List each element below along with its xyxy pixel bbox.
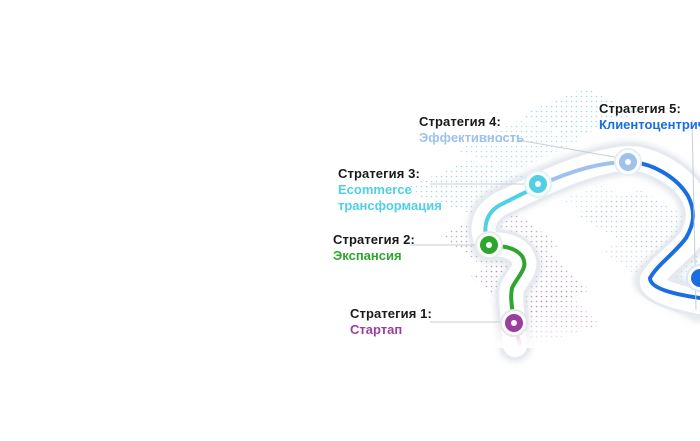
stage-3-subtitle-line1: Ecommerce xyxy=(338,182,412,197)
stage-label-4: Стратегия 4: Эффективность xyxy=(419,114,524,146)
floor-tile-teal-2 xyxy=(455,120,580,172)
stage-5-subtitle: Клиентоцентрич xyxy=(599,117,700,132)
milestone-2 xyxy=(475,231,503,259)
stage-label-1: Стратегия 1: Стартап xyxy=(350,306,432,338)
milestone-1-center xyxy=(511,320,517,326)
stage-label-5: Стратегия 5: Клиентоцентрич xyxy=(599,101,700,133)
stage-4-title: Стратегия 4: xyxy=(419,114,501,129)
leader-line-4 xyxy=(517,139,621,159)
stage-3-title: Стратегия 3: xyxy=(338,166,420,181)
milestone-5-dot xyxy=(691,269,700,287)
stage-2-title: Стратегия 2: xyxy=(333,232,415,247)
floor-tile-teal-1 xyxy=(400,160,560,218)
stage-3-subtitle-line2: трансформация xyxy=(338,198,442,213)
milestone-1 xyxy=(500,309,528,337)
milestone-4-center xyxy=(625,159,631,165)
milestone-4 xyxy=(614,148,642,176)
stage-2-subtitle: Экспансия xyxy=(333,248,402,263)
route-segment-2 xyxy=(488,244,527,325)
stage-4-subtitle: Эффективность xyxy=(419,130,525,145)
road-fade xyxy=(470,318,590,348)
milestone-3 xyxy=(524,170,552,198)
stage-1-subtitle: Стартап xyxy=(350,322,403,337)
floor-tile-teal-3 xyxy=(520,88,640,138)
milestone-3-center xyxy=(535,181,541,187)
stage-label-3: Стратегия 3: Ecommerce трансформация xyxy=(338,166,442,214)
milestone-5 xyxy=(686,264,700,292)
floor-tile-blue-3 xyxy=(560,185,640,222)
stage-label-2: Стратегия 2: Экспансия xyxy=(333,232,415,264)
stage-1-title: Стратегия 1: xyxy=(350,306,432,321)
stage-5-title: Стратегия 5: xyxy=(599,101,681,116)
milestone-2-center xyxy=(486,242,492,248)
route-segment-5 xyxy=(626,160,700,300)
